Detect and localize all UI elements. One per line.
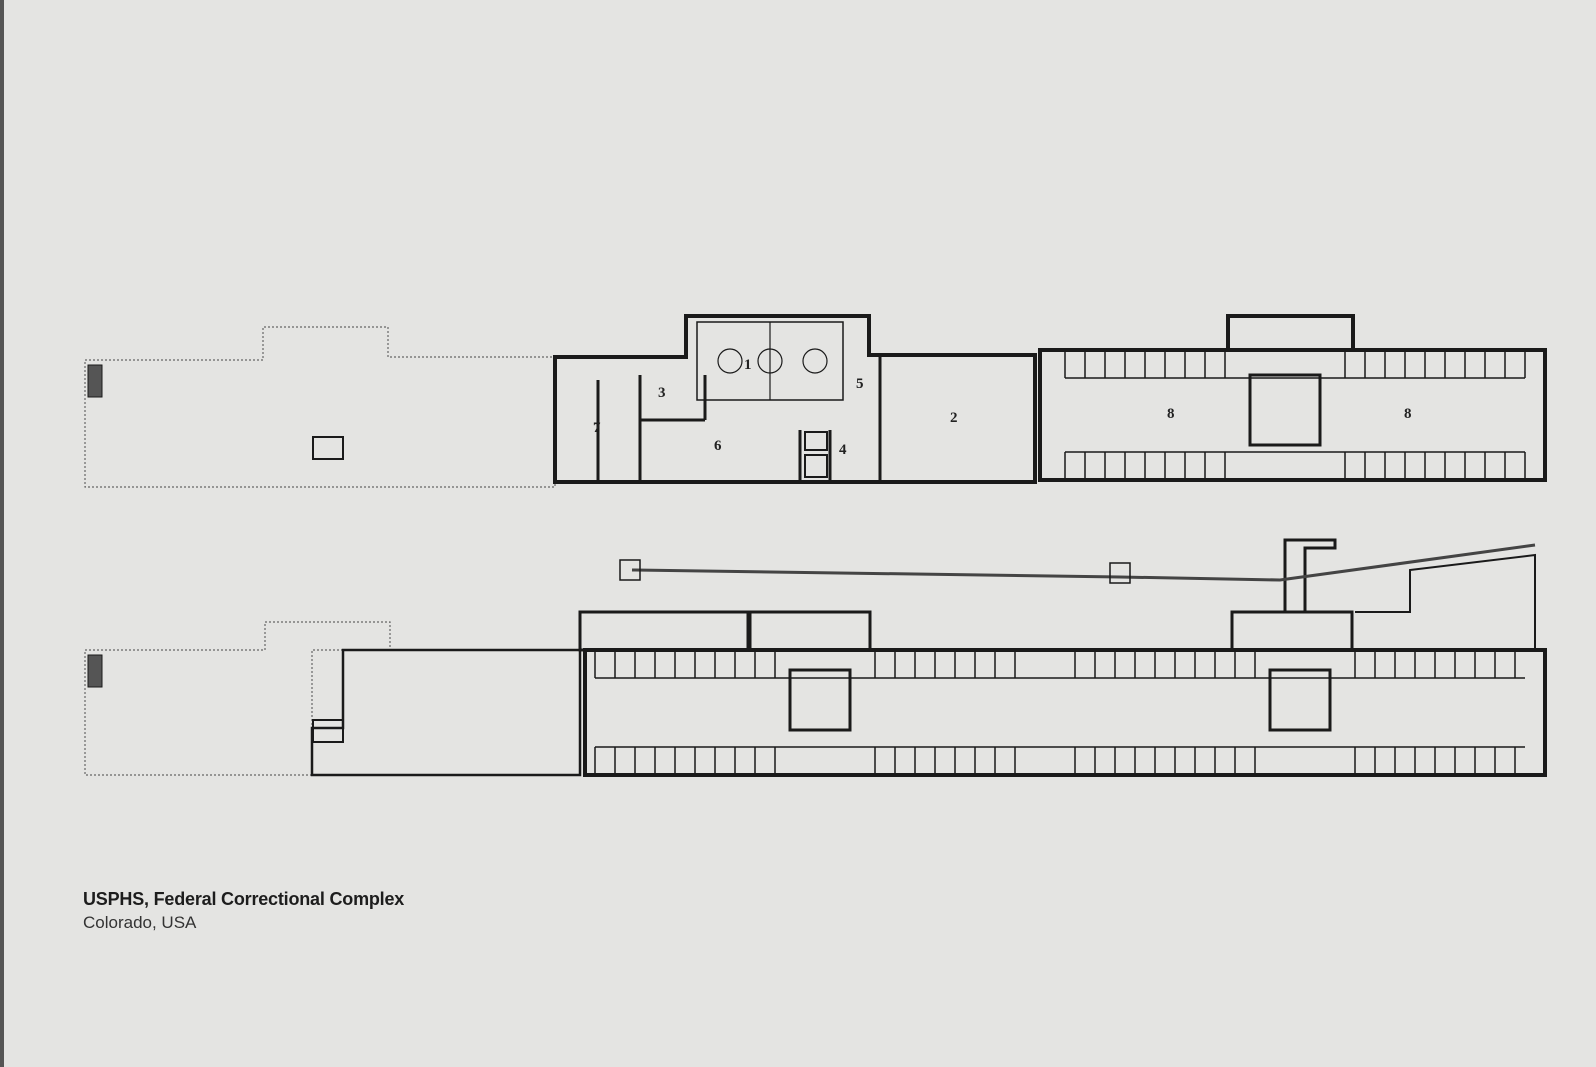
lower-tower: [1283, 538, 1337, 614]
upper-stair-icon: [87, 364, 103, 398]
room-label: 6: [714, 438, 722, 454]
upper-housing-unit: [1038, 348, 1547, 482]
lower-elevator-icon: [312, 719, 344, 743]
caption-title: USPHS, Federal Correctional Complex: [83, 889, 405, 909]
scan-edge: [0, 0, 4, 1067]
room-label: 5: [856, 376, 864, 392]
lower-path: [631, 543, 1536, 582]
lower-stair-icon: [87, 654, 103, 688]
room-label: 1: [744, 357, 752, 373]
room-label: 4: [839, 442, 847, 458]
room-label: 3: [658, 385, 666, 401]
path-node: [1109, 562, 1131, 584]
room-label: 2: [950, 410, 958, 426]
upper-future-outline: [84, 326, 556, 488]
room-label: 8: [1167, 406, 1175, 422]
caption: USPHS, Federal Correctional Complex Colo…: [83, 889, 404, 933]
room-label: 7: [593, 420, 601, 436]
lower-yard-wall: [310, 648, 582, 777]
upper-housing-core: [1226, 314, 1355, 352]
room-label: 8: [1404, 406, 1412, 422]
lower-housing-unit: [583, 648, 1547, 777]
caption-subtitle: Colorado, USA: [83, 913, 197, 932]
upper-support-building: [553, 314, 1037, 484]
path-node: [619, 559, 641, 581]
upper-elevator-icon: [312, 436, 344, 460]
